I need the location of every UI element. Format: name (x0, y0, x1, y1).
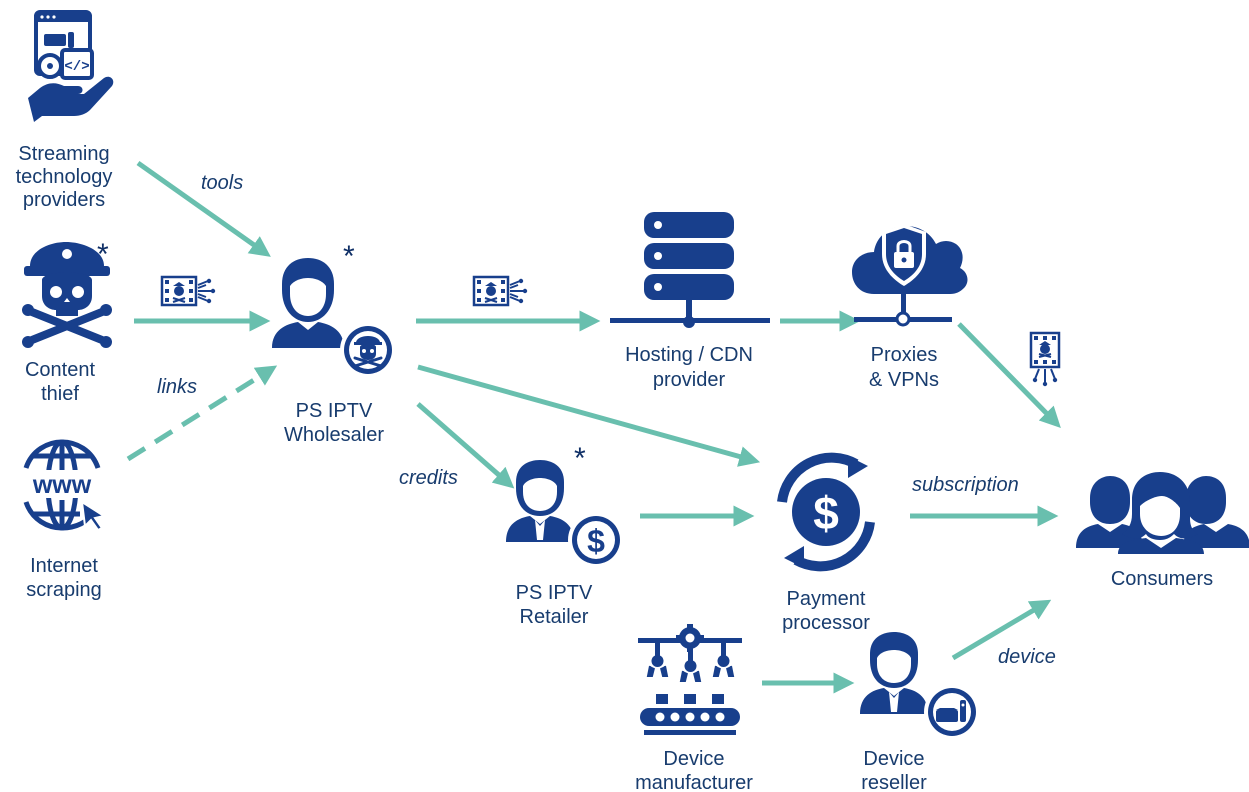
server-stack-icon (610, 212, 770, 328)
node-label: manufacturer (635, 772, 753, 792)
node-label: thief (41, 383, 79, 405)
asterisk-mark: * (574, 442, 586, 475)
node-label: Device (663, 748, 724, 770)
node-label: Streaming (18, 143, 109, 165)
node-label: Hosting / CDN (625, 344, 753, 366)
svg-text:</>: </> (64, 59, 89, 75)
edge-label-device: device (998, 646, 1056, 668)
node-label: Retailer (520, 606, 589, 628)
pirated-video-icon (1029, 331, 1061, 387)
edge-label-links: links (157, 376, 197, 398)
cloud-shield-lock-icon (852, 224, 968, 327)
edges (126, 160, 1061, 694)
edge-device (951, 599, 1052, 661)
node-label: reseller (861, 772, 927, 792)
people-group-icon (1076, 472, 1249, 554)
edge-label-subscription: subscription (912, 474, 1019, 496)
edge-label-credits: credits (399, 467, 458, 489)
node-label: PS IPTV (296, 400, 373, 422)
hand-holding-devices-icon: </> (28, 10, 114, 122)
node-label: Wholesaler (284, 424, 384, 446)
edge-credits (416, 402, 515, 489)
pirated-video-icon (472, 275, 528, 307)
node-label: providers (23, 189, 105, 211)
svg-text:$: $ (813, 487, 839, 539)
edge-links (126, 365, 278, 462)
edge-label-tools: tools (201, 172, 243, 194)
node-label: processor (782, 612, 870, 634)
circular-dollar-icon: $ (777, 452, 875, 572)
person-pirate-badge-icon (272, 258, 396, 378)
node-label: & VPNs (869, 369, 939, 391)
node-label: Payment (787, 588, 866, 610)
person-dollar-badge-icon: $ (506, 460, 624, 568)
asterisk-mark: * (97, 238, 109, 271)
edge-labels: tools links credits subscription device (157, 172, 1056, 668)
asterisk-mark: * (343, 240, 355, 273)
edge-proxies-to-consumers (957, 322, 1061, 429)
pirated-video-icon (160, 275, 216, 307)
node-label: provider (653, 369, 726, 391)
node-label: scraping (26, 579, 102, 601)
node-label: technology (16, 166, 113, 188)
node-label: PS IPTV (516, 582, 593, 604)
www-globe-cursor-icon: www (20, 439, 107, 532)
node-label: Consumers (1111, 568, 1213, 590)
person-settop-box-icon (860, 632, 980, 740)
node-label: Device (863, 748, 924, 770)
node-label: Content (25, 359, 95, 381)
node-label: Internet (30, 555, 98, 577)
svg-text:www: www (32, 471, 92, 499)
edge-tools (136, 160, 271, 257)
edge-wholesaler-to-payment (417, 364, 761, 467)
node-label: Proxies (871, 344, 938, 366)
svg-text:$: $ (587, 523, 605, 559)
factory-robot-arms-icon (638, 624, 742, 735)
pirate-skull-icon (22, 242, 112, 348)
